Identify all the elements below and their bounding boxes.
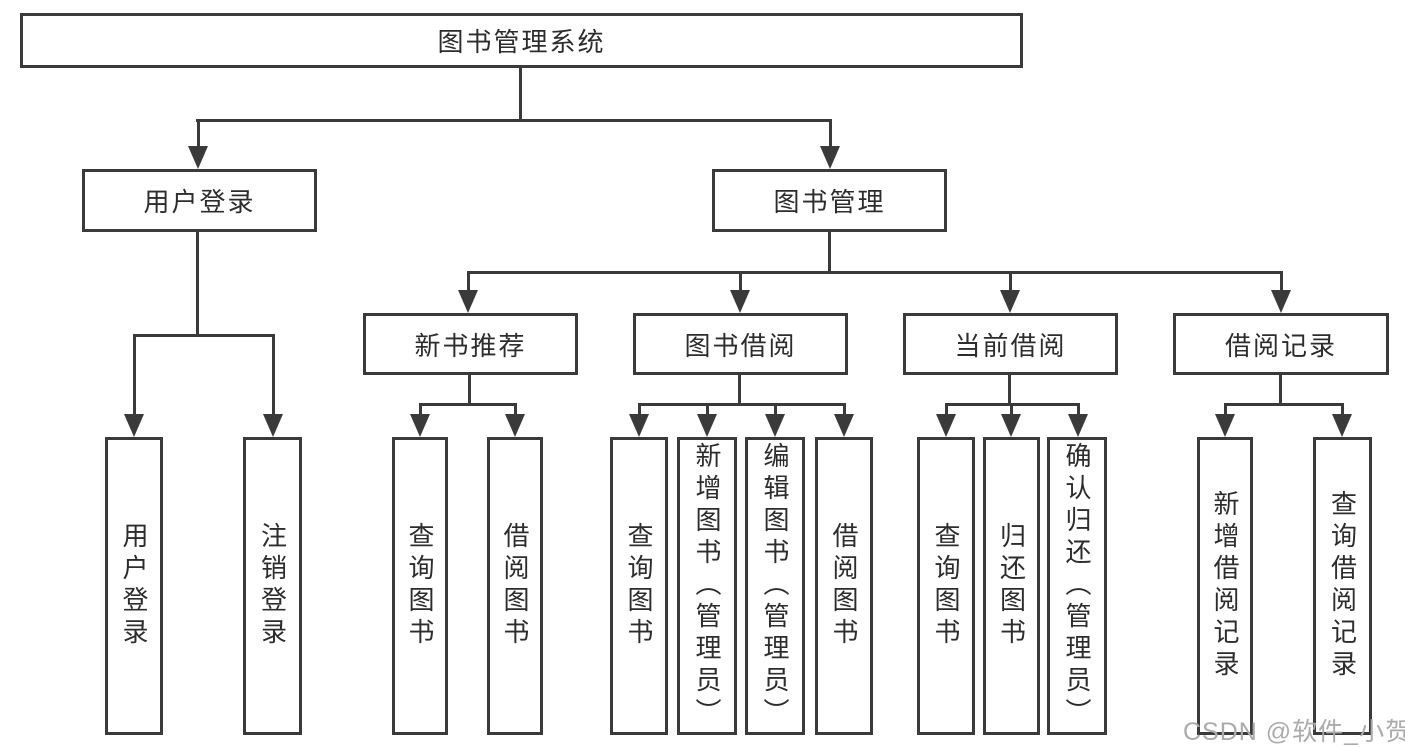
connector-line <box>467 271 1283 274</box>
leaf-label: 借阅图书 <box>500 522 530 650</box>
connector-line <box>774 403 777 414</box>
connector-line <box>706 403 709 414</box>
connector-line <box>468 375 471 406</box>
arrow-down-icon <box>1001 414 1021 437</box>
node-label: 新书推荐 <box>414 330 527 361</box>
arrow-down-icon <box>1000 290 1020 313</box>
leaf-label: 借阅图书 <box>829 522 859 650</box>
leaf-label: 新增图书（管理员） <box>692 442 722 730</box>
node-book-management: 图书管理 <box>712 169 947 232</box>
leaf-label: 查询图书 <box>624 522 654 650</box>
node-book-borrowing: 图书借阅 <box>633 313 848 375</box>
leaf-user-login: 用户登录 <box>105 437 163 735</box>
arrow-down-icon <box>820 146 840 169</box>
leaf-label: 确认归还（管理员） <box>1062 442 1092 730</box>
node-current-borrowing: 当前借阅 <box>903 313 1118 375</box>
connector-line <box>1279 375 1282 406</box>
node-book-management-system: 图书管理系统 <box>20 13 1023 68</box>
node-label: 图书管理 <box>773 187 886 217</box>
leaf-return-book: 归还图书 <box>983 437 1040 735</box>
connector-line <box>1341 403 1344 414</box>
node-label: 图书管理系统 <box>437 27 606 57</box>
leaf-query-books-borrowing: 查询图书 <box>610 437 668 735</box>
node-label: 当前借阅 <box>954 330 1067 361</box>
connector-line <box>419 403 517 406</box>
connector-line <box>1010 403 1013 414</box>
arrow-down-icon <box>697 414 717 437</box>
connector-line <box>1224 403 1227 414</box>
leaf-label: 用户登录 <box>119 522 149 650</box>
connector-line <box>1008 375 1011 406</box>
connector-line <box>829 119 832 146</box>
node-label: 用户登录 <box>143 187 256 217</box>
arrow-down-icon <box>410 414 430 437</box>
leaf-query-books-recommend: 查询图书 <box>392 437 448 735</box>
connector-line <box>519 68 522 121</box>
connector-line <box>133 334 275 337</box>
arrow-down-icon <box>124 414 144 437</box>
leaf-label: 查询图书 <box>405 522 435 650</box>
node-new-book-recommendation: 新书推荐 <box>363 313 578 375</box>
connector-line <box>843 403 846 414</box>
watermark-text: CSDN @软件_小贺同学 <box>1183 718 1405 746</box>
node-label: 借阅记录 <box>1224 330 1337 361</box>
arrow-down-icon <box>188 146 208 169</box>
arrow-down-icon <box>1332 414 1352 437</box>
leaf-label: 注销登录 <box>257 522 288 650</box>
connector-line <box>1280 271 1283 290</box>
leaf-edit-book-admin: 编辑图书（管理员） <box>745 437 805 735</box>
leaf-label: 归还图书 <box>996 522 1027 650</box>
node-label: 图书借阅 <box>684 330 797 361</box>
arrow-down-icon <box>263 414 283 437</box>
connector-line <box>1077 403 1080 414</box>
connector-line <box>1224 403 1344 406</box>
connector-line <box>638 403 641 414</box>
arrow-down-icon <box>936 414 956 437</box>
connector-line <box>738 375 741 406</box>
connector-line <box>467 271 470 290</box>
connector-line <box>196 119 832 122</box>
arrow-down-icon <box>1271 290 1291 313</box>
leaf-label: 查询借阅记录 <box>1327 490 1358 682</box>
connector-line <box>272 334 275 414</box>
arrow-down-icon <box>1068 414 1088 437</box>
leaf-borrow-books-recommend: 借阅图书 <box>487 437 543 735</box>
arrow-down-icon <box>834 414 854 437</box>
connector-line <box>197 119 200 146</box>
node-borrowing-records: 借阅记录 <box>1173 313 1389 375</box>
connector-line <box>196 232 199 336</box>
arrow-down-icon <box>629 414 649 437</box>
leaf-borrow-books-borrowing: 借阅图书 <box>815 437 873 735</box>
leaf-add-borrow-record: 新增借阅记录 <box>1197 437 1253 735</box>
connector-line <box>945 403 948 414</box>
connector-line <box>514 403 517 414</box>
connector-line <box>1009 271 1012 290</box>
connector-line <box>828 232 831 273</box>
arrow-down-icon <box>1215 414 1235 437</box>
connector-line <box>133 334 136 414</box>
leaf-label: 新增借阅记录 <box>1210 490 1240 682</box>
connector-line <box>419 403 422 414</box>
arrow-down-icon <box>730 290 750 313</box>
leaf-logout: 注销登录 <box>243 437 302 735</box>
node-user-login: 用户登录 <box>82 169 317 232</box>
leaf-label: 编辑图书（管理员） <box>760 442 790 730</box>
leaf-query-books-current: 查询图书 <box>917 437 975 735</box>
connector-line <box>638 403 846 406</box>
leaf-query-borrow-record: 查询借阅记录 <box>1313 437 1372 735</box>
arrow-down-icon <box>505 414 525 437</box>
leaf-add-book-admin: 新增图书（管理员） <box>677 437 737 735</box>
arrow-down-icon <box>765 414 785 437</box>
leaf-label: 查询图书 <box>931 522 961 650</box>
leaf-confirm-return-admin: 确认归还（管理员） <box>1047 437 1107 735</box>
connector-line <box>739 271 742 290</box>
arrow-down-icon <box>458 290 478 313</box>
